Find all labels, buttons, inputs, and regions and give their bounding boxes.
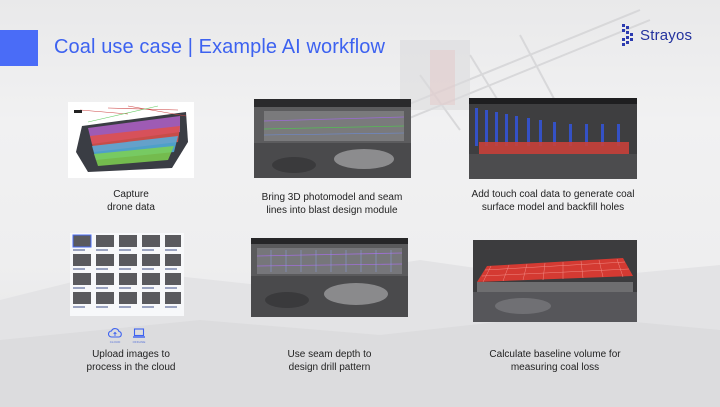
- laptop-icon: [132, 327, 146, 339]
- offline-upload-option[interactable]: OFFLINE: [132, 327, 146, 344]
- title-accent-bar: [0, 30, 38, 66]
- logo-text: Strayos: [640, 27, 692, 44]
- step-caption-touch-coal: Add touch coal data to generate coal sur…: [455, 188, 651, 214]
- drill-pattern-image: [251, 238, 408, 317]
- step-caption-capture: Capture drone data: [68, 188, 194, 214]
- upload-options: CLOUD OFFLINE: [108, 327, 146, 344]
- step-caption-upload: Upload images to process in the cloud: [66, 348, 196, 374]
- page-title: Coal use case | Example AI workflow: [54, 36, 385, 59]
- 3d-photomodel-seam-lines-image: [254, 99, 411, 178]
- cloud-upload-icon: [108, 327, 122, 339]
- cloud-upload-option[interactable]: CLOUD: [108, 327, 122, 344]
- strayos-logo: Strayos: [620, 22, 692, 48]
- step-caption-drill: Use seam depth to design drill pattern: [251, 348, 408, 374]
- drone-scan-image: [68, 102, 194, 178]
- offline-upload-label: OFFLINE: [133, 340, 146, 344]
- step-caption-photomodel: Bring 3D photomodel and seam lines into …: [240, 191, 424, 217]
- baseline-volume-image: [473, 240, 637, 322]
- strayos-logo-icon: [620, 23, 636, 47]
- coal-surface-model-image: [469, 98, 637, 179]
- step-caption-volume: Calculate baseline volume for measuring …: [462, 348, 648, 374]
- uploaded-image-grid: [70, 233, 184, 316]
- cloud-upload-label: CLOUD: [110, 340, 121, 344]
